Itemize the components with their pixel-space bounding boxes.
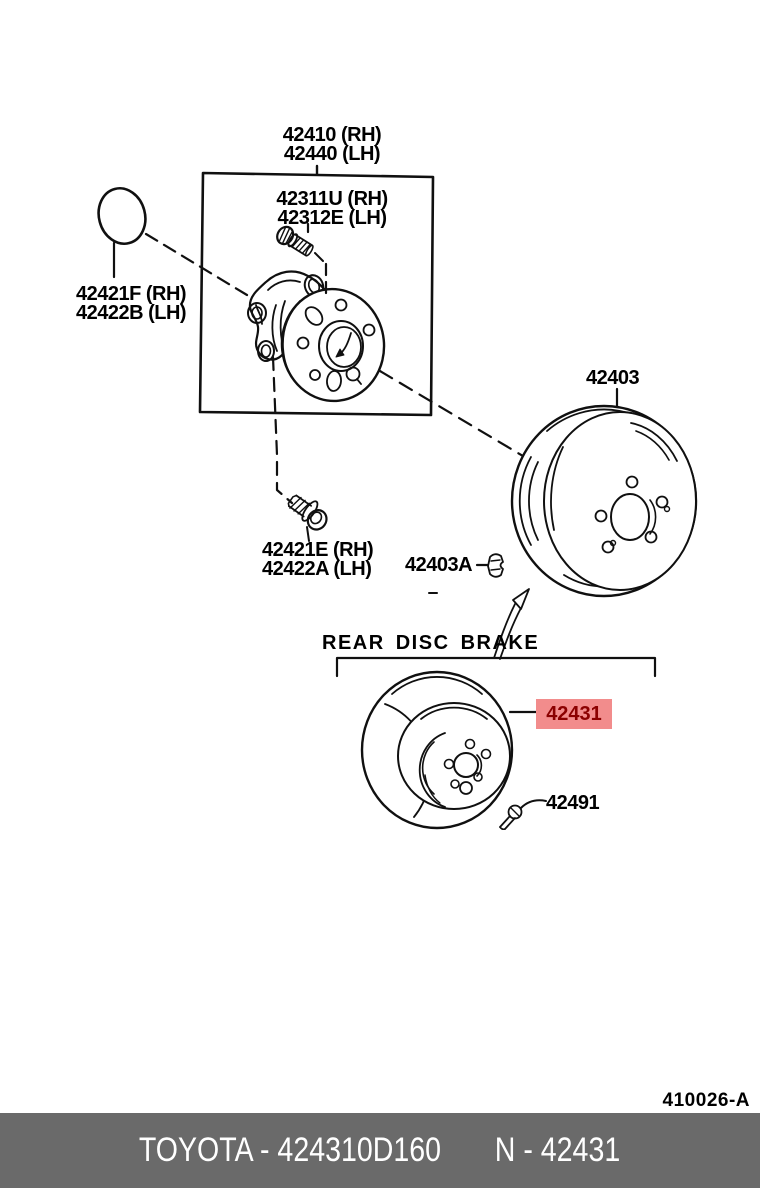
- highlighted-part-number[interactable]: 42431: [536, 699, 612, 729]
- screw-drawing: [499, 799, 547, 831]
- oring-drawing: [97, 187, 249, 297]
- label-clip: 42403A: [405, 554, 473, 576]
- section-bracket: [335, 656, 657, 678]
- footer-bar: TOYOTA - 424310D160 N - 42431: [0, 1113, 760, 1188]
- label-hub-assembly-line1: 42410 (RH): [282, 124, 382, 146]
- label-drum: 42403: [586, 367, 640, 389]
- hub-assembly-box: [198, 164, 435, 417]
- label-hub-bolt-line2: 42312E (LH): [277, 207, 388, 229]
- parts-diagram-svg: [97, 164, 698, 831]
- clip-drawing: [475, 553, 504, 578]
- label-oring: 42421F (RH) 42422B (LH): [76, 283, 187, 324]
- label-hub-assembly: 42410 (RH) 42440 (LH): [281, 124, 383, 165]
- label-mounting-bolt: 42421E (RH) 42422A (LH): [262, 539, 374, 580]
- hub-bearing-assembly-drawing: [247, 270, 386, 403]
- label-oring-line2: 42422B (LH): [76, 302, 187, 324]
- rotor-drawing: [360, 670, 538, 830]
- label-screw: 42491: [546, 792, 600, 814]
- hub-to-drum-dash-line: [378, 369, 530, 461]
- label-hub-bolt: 42311U (RH) 42312E (LH): [276, 188, 388, 229]
- hub-to-bolt-dash-line: [271, 355, 294, 505]
- hub-bolt-drawing: [276, 222, 328, 299]
- drum-drawing: [428, 387, 698, 598]
- mounting-bolt-drawing: [287, 494, 328, 542]
- figure-code: 410026-A: [662, 1090, 750, 1111]
- label-mounting-bolt-line1: 42421E (RH): [262, 539, 374, 561]
- label-hub-assembly-line2: 42440 (LH): [283, 143, 381, 165]
- label-hub-bolt-line1: 42311U (RH): [276, 188, 388, 210]
- section-arrow: [493, 588, 530, 660]
- section-title: REAR DISC BRAKE: [322, 632, 540, 654]
- footer-part-text: TOYOTA - 424310D160: [139, 1131, 442, 1169]
- footer-number-text: N - 42431: [495, 1131, 621, 1169]
- label-oring-line1: 42421F (RH): [76, 283, 187, 305]
- label-mounting-bolt-line2: 42422A (LH): [262, 558, 372, 580]
